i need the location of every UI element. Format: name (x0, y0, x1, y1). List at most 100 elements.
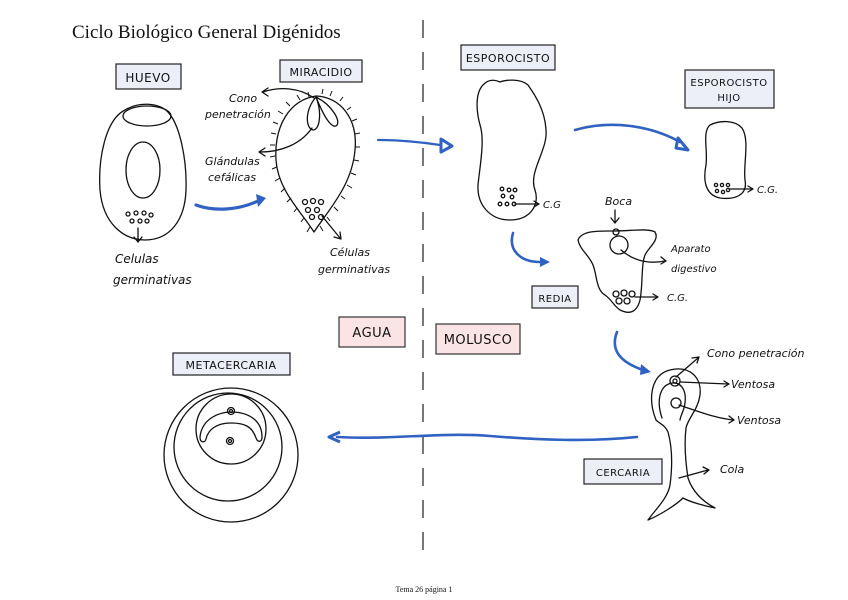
esporocisto-body (476, 79, 547, 221)
label-box-esporocisto-hijo (684, 69, 775, 109)
pointer-cg (634, 293, 659, 301)
annotation-glands-2: cefálicas (208, 171, 256, 184)
stage-esporocisto: ESPOROCISTO C.G (460, 44, 561, 221)
pointer-tail (678, 466, 710, 479)
stage-metacercaria: METACERCARIA (163, 352, 299, 523)
oral-sucker (226, 406, 236, 416)
annotation-cells-2: germinativas (318, 263, 390, 276)
zone-box-agua (338, 316, 406, 348)
annotation-germinal-cells-2: germinativas (113, 273, 192, 287)
zone-box-molusco (435, 323, 521, 355)
annotation-cone-2: penetración (204, 108, 271, 121)
pointer-glands (258, 127, 313, 157)
redia-germinal-cells (612, 289, 636, 305)
label-box-redia (531, 285, 579, 309)
larva (195, 393, 267, 465)
label-esporocisto-hijo-2: HIJO (717, 93, 740, 104)
pointer-cone (261, 87, 315, 99)
zone-agua: AGUA (352, 326, 391, 341)
arrow-esporocisto-to-hijo (573, 123, 682, 144)
pointer-cg (514, 200, 540, 208)
arrowhead (540, 257, 550, 267)
arrow-cercaria-to-metacercaria (335, 433, 639, 442)
annotation-cells-1: Células (330, 246, 370, 259)
annotation-cone-1: Cono (229, 92, 257, 105)
redia-mouth (612, 228, 620, 236)
arrowhead (439, 137, 454, 154)
label-esporocisto-hijo-1: ESPOROCISTO (690, 78, 767, 89)
miracidio-body (275, 95, 356, 233)
arrow-redia-to-cercaria (613, 330, 645, 372)
ventral-sucker (670, 397, 682, 409)
annotation-mouth: Boca (605, 195, 632, 208)
cyst-inner-wall (173, 392, 283, 502)
annotation-tail: Cola (720, 463, 744, 476)
label-redia: REDIA (538, 294, 571, 305)
miracidio-germinal-cells (301, 197, 325, 221)
label-box-esporocisto (460, 44, 556, 71)
arrow-huevo-to-miracidio (194, 198, 262, 211)
stage-esporocisto-hijo: ESPOROCISTO HIJO C.G. (684, 69, 778, 200)
pointer-arrow (133, 227, 143, 243)
pointer-mouth (610, 209, 620, 224)
stage-huevo: HUEVO Celulas germinativas (99, 63, 192, 287)
label-box-cercaria (583, 458, 663, 485)
annotation-cg: C.G. (667, 293, 688, 304)
label-huevo: HUEVO (125, 71, 170, 85)
stage-cercaria: Cono penetración Ventosa Ventosa Cola CE… (583, 347, 805, 521)
label-box-miracidio (279, 59, 363, 83)
annotation-digestive-2: digestivo (671, 264, 717, 275)
zone-molusco: MOLUSCO (444, 333, 513, 348)
cilia (269, 88, 361, 233)
label-metacercaria: METACERCARIA (186, 359, 277, 372)
annotation-glands-1: Glándulas (205, 155, 260, 168)
cercaria-body-inner (658, 382, 686, 421)
cercaria-body-outer (647, 368, 716, 521)
egg-operculum (122, 105, 172, 127)
arrowhead (640, 364, 651, 375)
label-cercaria: CERCARIA (596, 468, 650, 479)
annotation-digestive-1: Aparato (670, 244, 711, 255)
page-footer: Tema 26 página 1 (395, 585, 453, 594)
cyst-outer-wall (163, 387, 299, 523)
germinal-cells (125, 210, 154, 224)
label-miracidio: MIRACIDIO (289, 66, 352, 79)
ventral-sucker (225, 436, 235, 446)
arrowhead (327, 430, 341, 444)
egg-shell (99, 103, 187, 241)
pointer-cone (675, 356, 700, 378)
pointer-sucker2 (678, 404, 735, 424)
egg-embryo (125, 141, 161, 199)
redia-body (577, 229, 657, 313)
pointer-sucker1 (679, 380, 730, 388)
redia-pharynx (609, 235, 629, 255)
esporocisto-hijo-body (704, 120, 747, 200)
annotation-cg: C.G (543, 200, 561, 211)
page-title: Ciclo Biológico General Digénidos (72, 22, 341, 43)
zone-labels: AGUA MOLUSCO (338, 316, 521, 355)
annotation-germinal-cells-1: Celulas (115, 252, 159, 266)
label-esporocisto: ESPOROCISTO (466, 52, 550, 65)
annotation-cg: C.G. (757, 185, 778, 196)
arrowhead (256, 194, 266, 207)
annotation-sucker2: Ventosa (737, 414, 781, 427)
oral-sucker-inner (672, 378, 678, 384)
pointer-cg (728, 185, 754, 193)
arrow-esporocisto-to-redia (510, 231, 542, 264)
arrow-miracidio-to-esporocisto (376, 138, 442, 147)
annotation-cone: Cono penetración (707, 347, 805, 360)
hijo-germinal-cells (713, 182, 731, 195)
penetration-cone (306, 96, 339, 131)
stage-redia: Boca Aparato digestivo C.G. REDIA (531, 195, 717, 313)
label-box-huevo (115, 63, 182, 90)
oral-sucker (669, 375, 681, 387)
annotation-sucker1: Ventosa (731, 378, 775, 391)
pointer-digestive (620, 249, 667, 265)
label-box-metacercaria (172, 352, 291, 376)
pointer-cells (321, 215, 342, 240)
stage-miracidio: MIRACIDIO Cono penetración Glándulas cef… (204, 59, 390, 276)
arrowhead (674, 136, 690, 152)
ventral-sucker-inner (227, 438, 233, 444)
esporocisto-germinal-cells (497, 186, 518, 207)
